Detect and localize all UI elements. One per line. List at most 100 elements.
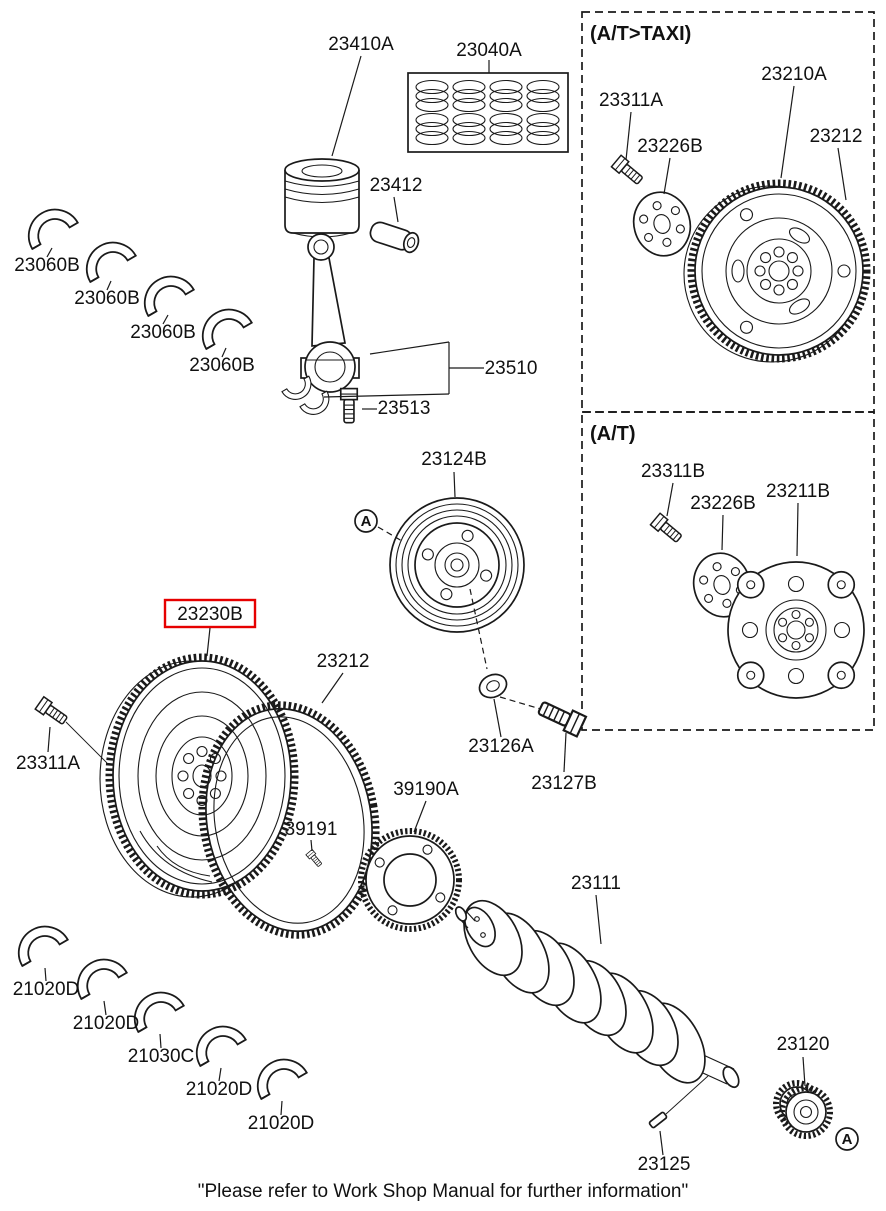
part-label-23111[interactable]: 23111	[571, 873, 621, 894]
leader-line	[413, 800, 427, 833]
leader-line	[666, 482, 674, 517]
part-label-21020D-1[interactable]: 21020D	[13, 979, 80, 1000]
rod-bolt-drawing	[339, 387, 359, 424]
part-label-23410A[interactable]: 23410A	[328, 34, 394, 55]
part-label-23126A[interactable]: 23126A	[468, 736, 534, 757]
part-label-23040A[interactable]: 23040A	[456, 40, 522, 61]
bearing-shell	[76, 232, 137, 283]
leader-line	[393, 196, 399, 223]
leader-line	[47, 726, 51, 753]
part-label-23311B[interactable]: 23311B	[641, 461, 705, 482]
leader-line	[796, 502, 799, 557]
leader-line	[663, 157, 671, 195]
marker-a-pulley: A	[354, 509, 403, 542]
marker-letter: A	[842, 1131, 853, 1148]
part-label-23120[interactable]: 23120	[777, 1034, 830, 1055]
rod-bearings-group	[18, 199, 253, 358]
part-label-23124B[interactable]: 23124B	[421, 449, 487, 470]
part-label-21020D-4[interactable]: 21020D	[248, 1113, 315, 1134]
leader-line	[721, 514, 724, 551]
part-label-23060B-3[interactable]: 23060B	[130, 322, 196, 343]
piston-ring-set-drawing	[407, 72, 569, 153]
footer-note: "Please refer to Work Shop Manual for fu…	[198, 1181, 688, 1202]
ring-stack	[489, 79, 523, 113]
bearing-shell	[192, 299, 253, 350]
tone-wheel-drawing	[358, 828, 462, 932]
axis-dashed-line	[499, 696, 545, 711]
part-label-23513[interactable]: 23513	[378, 398, 431, 419]
part-label-21020D-2[interactable]: 21020D	[73, 1013, 140, 1034]
part-label-23311A-taxi[interactable]: 23311A	[599, 90, 663, 111]
leader-line	[65, 721, 108, 764]
bolt-drawing	[610, 154, 646, 188]
pulley-bolt-drawing	[534, 696, 588, 738]
leader-lines	[206, 55, 806, 1087]
leader-line	[369, 341, 450, 355]
ring-stack	[526, 112, 560, 146]
section-title: (A/T)	[590, 423, 636, 445]
marker-circle	[354, 509, 378, 533]
leader-line	[106, 280, 112, 291]
leader-line	[218, 1067, 222, 1082]
leader-line	[103, 1000, 107, 1016]
ring-stack	[415, 112, 449, 146]
part-label-23060B-4[interactable]: 23060B	[189, 355, 255, 376]
pin-drawing	[305, 849, 324, 869]
main-bearings-group	[8, 916, 308, 1116]
part-label-23060B-1[interactable]: 23060B	[14, 255, 80, 276]
leader-line	[563, 732, 567, 773]
part-label-23211B[interactable]: 23211B	[766, 481, 830, 502]
leader-line	[780, 85, 795, 179]
flywheel-bolt-drawing	[34, 696, 70, 728]
marker-letter: A	[361, 513, 372, 530]
part-label-23510[interactable]: 23510	[485, 358, 538, 379]
part-label-21030C[interactable]: 21030C	[128, 1046, 195, 1067]
leader-line	[453, 471, 456, 498]
ring-stack	[415, 79, 449, 113]
highlight-box-23230B	[163, 598, 257, 629]
ring-gear-drawing	[198, 701, 380, 939]
section-at: (A/T) 23311B 23226B 232	[581, 411, 875, 731]
part-label-23125[interactable]: 23125	[638, 1154, 691, 1175]
part-label-23226B-taxi[interactable]: 23226B	[637, 136, 703, 157]
part-label-23412[interactable]: 23412	[370, 175, 423, 196]
leader-line	[159, 1033, 162, 1049]
part-label-23230B[interactable]: 23230B	[177, 604, 243, 625]
leader-line	[802, 1056, 806, 1087]
key-drawing	[648, 1111, 668, 1129]
leader-line	[310, 839, 313, 852]
ring-stack	[452, 112, 486, 146]
ring-stack	[526, 79, 560, 113]
bearing-shell	[18, 199, 79, 250]
leader-line	[206, 627, 211, 657]
leader-line	[331, 55, 362, 157]
part-label-23311A[interactable]: 23311A	[16, 753, 80, 774]
taxi-flywheel-drawing	[683, 179, 871, 363]
part-label-39191[interactable]: 39191	[285, 819, 338, 840]
bolt-drawing	[649, 512, 685, 546]
part-label-39190A[interactable]: 39190A	[393, 779, 459, 800]
part-label-23210A[interactable]: 23210A	[761, 64, 827, 85]
marker-a-sprocket: A	[835, 1127, 859, 1151]
part-label-23212-taxi[interactable]: 23212	[810, 126, 863, 147]
bearing-shell	[247, 1049, 308, 1100]
section-border	[581, 411, 875, 731]
section-title: (A/T>TAXI)	[590, 23, 691, 45]
flexplate-drawing	[727, 561, 865, 699]
leader-line	[321, 672, 344, 704]
flywheel-drawing	[99, 653, 299, 899]
leader-line	[493, 698, 502, 738]
part-label-23127B[interactable]: 23127B	[531, 773, 597, 794]
leader-line	[323, 393, 450, 398]
part-label-23060B-2[interactable]: 23060B	[74, 288, 140, 309]
ring-stack	[452, 79, 486, 113]
crankshaft-drawing	[454, 899, 740, 1089]
marker-leader	[377, 526, 403, 542]
leader-line	[46, 247, 53, 258]
part-label-23212[interactable]: 23212	[317, 651, 370, 672]
part-label-21020D-3[interactable]: 21020D	[186, 1079, 253, 1100]
part-label-23226B-at[interactable]: 23226B	[690, 493, 756, 514]
leader-line	[665, 1075, 709, 1115]
